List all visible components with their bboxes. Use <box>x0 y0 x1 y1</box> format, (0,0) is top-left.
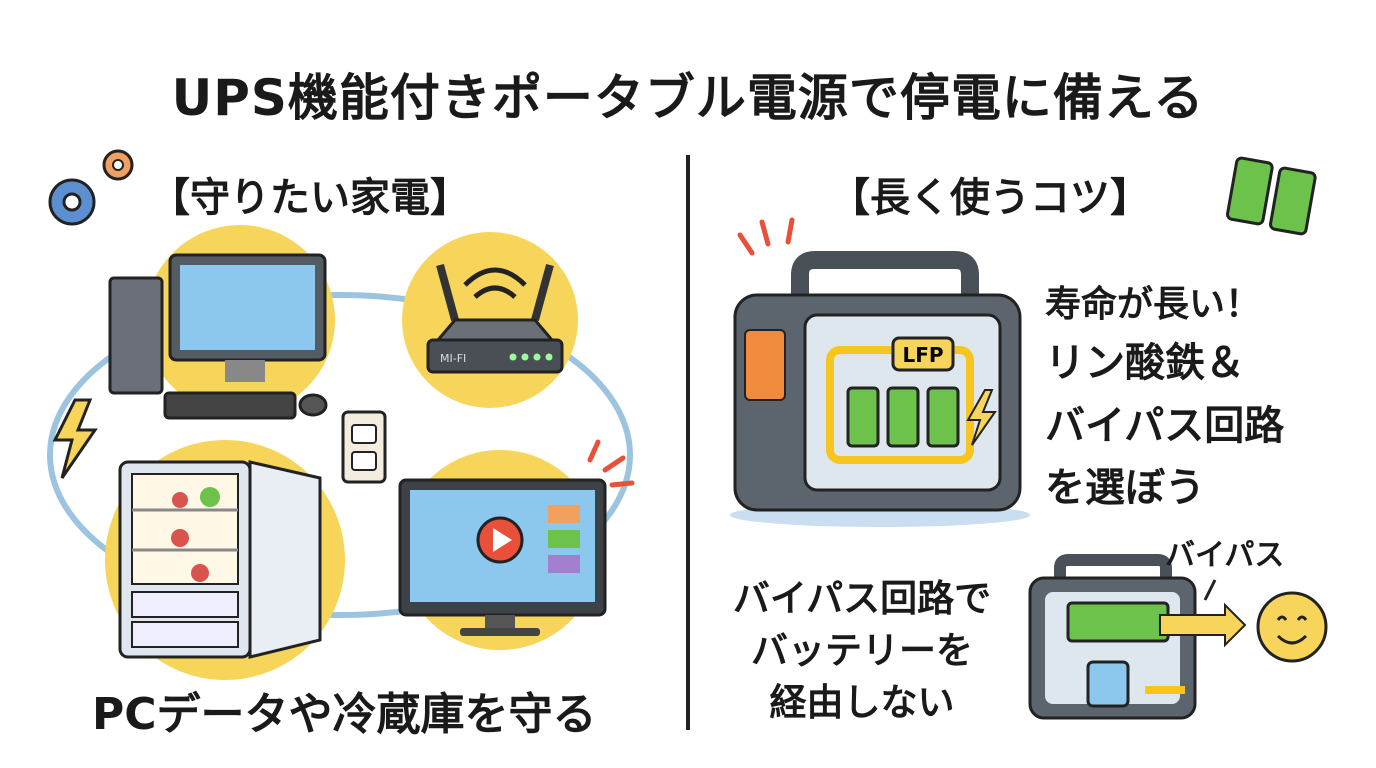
page-title: UPS機能付きポータブル電源で停電に備える <box>171 69 1205 127</box>
tip-line: バイパス回路 <box>1045 403 1285 449</box>
right-heading: 【長く使うコツ】 <box>830 175 1150 221</box>
tip-line: 寿命が長い！ <box>1045 284 1262 325</box>
outlet-icon <box>341 410 387 484</box>
tv-icon <box>398 439 635 636</box>
refrigerator-icon <box>118 460 322 659</box>
smiley-face-icon <box>1256 591 1328 663</box>
gear-icon <box>48 149 134 226</box>
bypass-text-line: 経由しない <box>769 681 955 724</box>
router-icon: MI-FI <box>426 263 564 374</box>
bypass-text-line: バイパス回路で <box>732 577 992 620</box>
bypass-diagram <box>1028 554 1328 720</box>
tip-line: を選ぼう <box>1045 465 1205 511</box>
tip-line: リン酸鉄＆ <box>1045 340 1245 386</box>
computer-icon <box>108 253 328 420</box>
lightning-icon <box>52 398 98 479</box>
lfp-label: LFP <box>902 343 943 367</box>
router-label: MI-FI <box>440 352 466 365</box>
bypass-text-line: バッテリーを <box>751 629 973 672</box>
battery-icon <box>1226 156 1317 236</box>
left-heading: 【守りたい家電】 <box>150 175 470 221</box>
section-divider <box>686 155 690 730</box>
cycle-ring <box>47 292 633 618</box>
portable-power-station-icon: LFP <box>730 217 1030 527</box>
bypass-label: バイパス <box>1165 538 1285 573</box>
left-caption: PCデータや冷蔵庫を守る <box>92 689 597 740</box>
